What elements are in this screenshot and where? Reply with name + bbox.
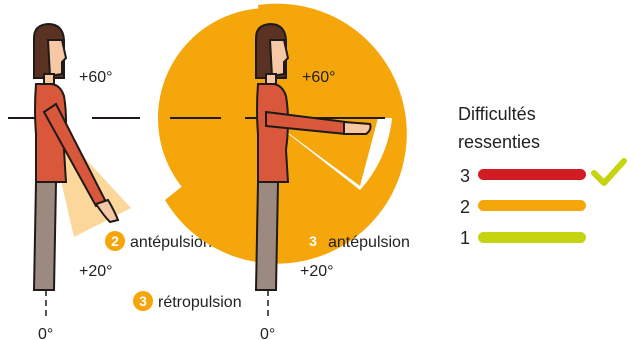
legend-level-label: 2 [460,197,470,217]
badge-number: 3 [309,233,317,249]
angle-label-zero-middle: 0° [260,326,275,340]
badge-number: 3 [139,293,147,309]
legend-color-bar [478,200,586,211]
person-left [34,24,118,290]
angle-label-zero-left: 0° [38,326,53,340]
legend-level-label: 1 [460,228,470,248]
badge-label: rétropulsion [158,294,242,311]
legend-title-line2: ressenties [458,132,540,152]
difficulty-legend: Difficultés ressenties 3 2 1 [458,104,624,248]
legend-level-label: 3 [460,166,470,186]
legend-item-level-2: 2 [460,197,586,217]
checkmark-icon [594,161,624,183]
legend-color-bar [478,169,586,180]
legend-item-level-3: 3 [460,166,586,186]
badge-number: 2 [111,233,119,249]
angle-label-upper-left: +60° [79,69,113,86]
angle-label-lower-left: +20° [79,263,113,280]
badge-label: antépulsion [328,234,410,251]
legend-color-bar [478,232,586,243]
badge-antepulsion-middle: 3 antépulsion [303,231,410,251]
legend-item-level-1: 1 [460,228,586,248]
angle-label-upper-middle: +60° [302,69,336,86]
figure-middle: +60° +20° 0° 3 antépulsion 3 rétropulsio… [133,0,410,340]
legend-title-line1: Difficultés [458,104,536,124]
badge-retropulsion-middle: 3 rétropulsion [133,291,242,311]
angle-label-lower-middle: +20° [300,263,334,280]
